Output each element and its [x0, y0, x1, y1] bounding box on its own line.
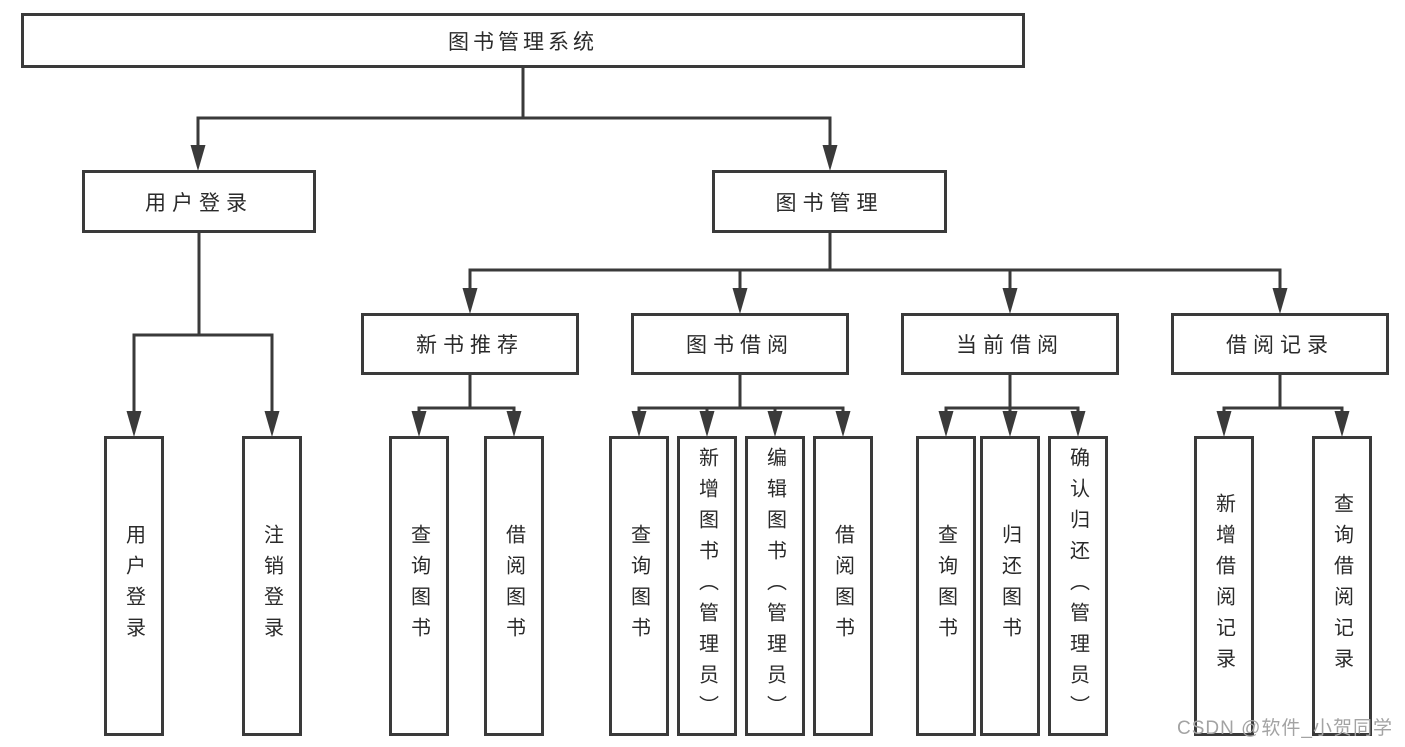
node-book-borrow: 图书借阅: [631, 313, 849, 375]
leaf-confirm-return-admin: 确认归还（管理员）: [1048, 436, 1108, 736]
leaf-add-books-admin: 新增图书（管理员）: [677, 436, 737, 736]
leaf-edit-books-admin: 编辑图书（管理员）: [745, 436, 805, 736]
leaf-query-books-borrow: 查询图书: [609, 436, 669, 736]
node-borrow-records: 借阅记录: [1171, 313, 1389, 375]
leaf-borrow-books: 借阅图书: [813, 436, 873, 736]
leaf-query-books-recommend: 查询图书: [389, 436, 449, 736]
node-root-system: 图书管理系统: [21, 13, 1025, 68]
node-book-management: 图书管理: [712, 170, 947, 233]
leaf-add-borrow-record: 新增借阅记录: [1194, 436, 1254, 736]
csdn-watermark: CSDN @软件_小贺同学: [1177, 718, 1393, 739]
leaf-user-login: 用户登录: [104, 436, 164, 736]
leaf-return-books: 归还图书: [980, 436, 1040, 736]
leaf-borrow-books-recommend: 借阅图书: [484, 436, 544, 736]
node-user-login: 用户登录: [82, 170, 316, 233]
leaf-query-books-current: 查询图书: [916, 436, 976, 736]
node-current-borrow: 当前借阅: [901, 313, 1119, 375]
node-new-book-recommend: 新书推荐: [361, 313, 579, 375]
leaf-query-borrow-record: 查询借阅记录: [1312, 436, 1372, 736]
leaf-logout: 注销登录: [242, 436, 302, 736]
